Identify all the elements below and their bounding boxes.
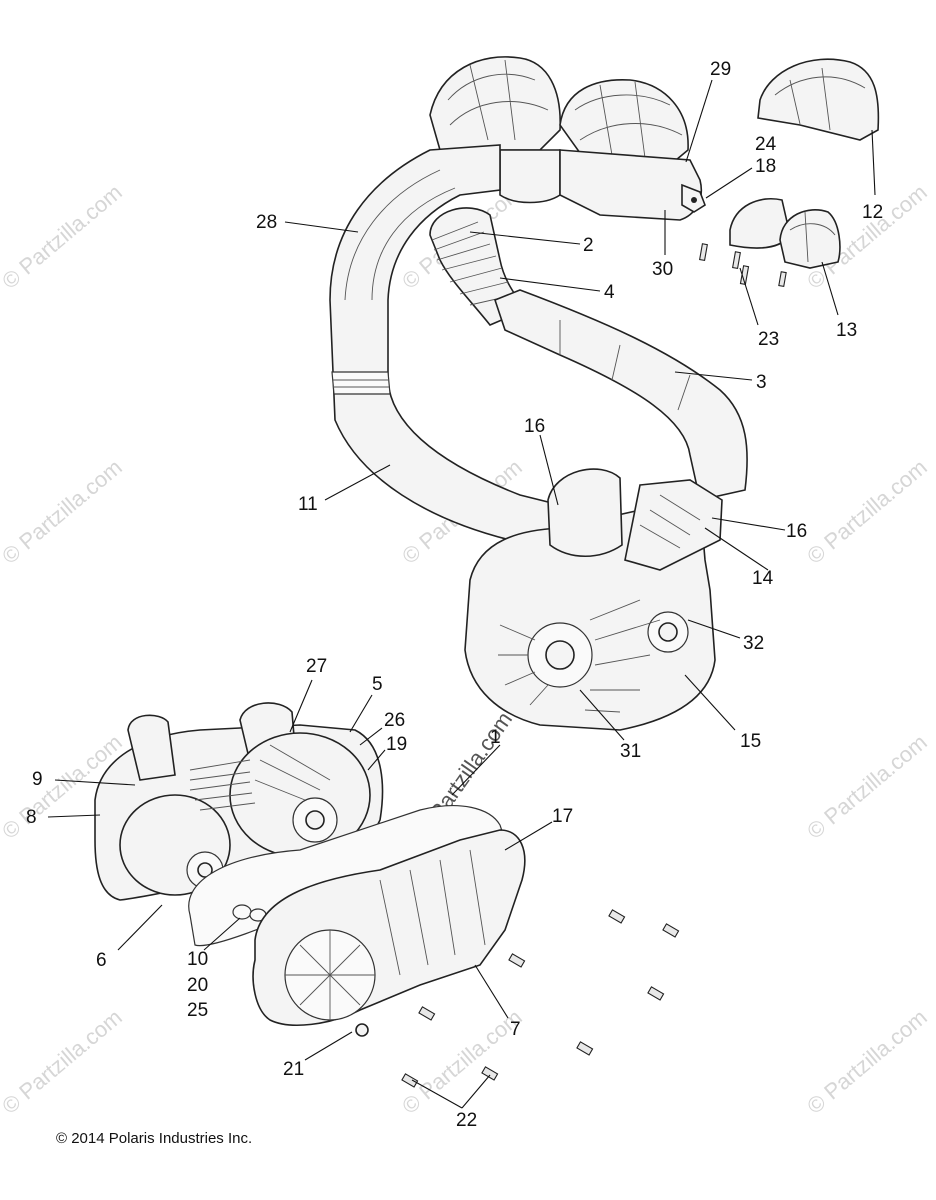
callout-label: 32 (743, 633, 764, 654)
watermark: © Partzilla.com (0, 179, 127, 293)
callout-label: 23 (758, 329, 779, 350)
callout-label: 16 (524, 416, 545, 437)
callout-label: 1 (490, 727, 501, 748)
outer-clutch-cover (464, 468, 723, 731)
duct-3 (494, 289, 748, 501)
copyright-notice: © 2014 Polaris Industries Inc. (56, 1130, 252, 1147)
callouts: 29 24 18 12 28 2 30 4 23 13 3 16 11 16 1… (26, 59, 883, 1131)
watermark: © Partzilla.com (802, 454, 932, 568)
callout-label: 6 (96, 950, 107, 971)
watermark: © Partzilla.com (0, 1004, 127, 1118)
callout-label: 16 (786, 521, 807, 542)
callout-label: 5 (372, 674, 383, 695)
callout-label: 3 (756, 372, 767, 393)
callout-label: 7 (510, 1019, 521, 1040)
watermark: © Partzilla.com (0, 454, 127, 568)
callout-label: 15 (740, 731, 761, 752)
callout-label: 10 (187, 949, 208, 970)
callout-label: 26 (384, 710, 405, 731)
callout-label: 28 (256, 212, 277, 233)
watermark: © Partzilla.com (802, 729, 932, 843)
intake-hoods (429, 56, 706, 221)
watermark: © Partzilla.com (397, 1004, 527, 1118)
duct-28-11 (329, 144, 561, 541)
callout-label: 18 (755, 156, 776, 177)
watermark: © Partzilla.com (802, 1004, 932, 1118)
callout-label: 29 (710, 59, 731, 80)
callout-label: 19 (386, 734, 407, 755)
leader-lines (47, 79, 876, 1109)
callout-label: 12 (862, 202, 883, 223)
callout-label: 30 (652, 259, 673, 280)
callout-label: 13 (836, 320, 857, 341)
callout-label: 25 (187, 1000, 208, 1021)
callout-label: 20 (187, 975, 208, 996)
cover-bolts (401, 909, 680, 1088)
callout-label: 17 (552, 806, 573, 827)
callout-label: 27 (306, 656, 327, 677)
callout-label: 21 (283, 1059, 304, 1080)
callout-label: 2 (583, 235, 594, 256)
callout-label: 9 (32, 769, 43, 790)
callout-label: 24 (755, 134, 777, 155)
cover-pieces (729, 58, 880, 269)
callout-label: 22 (456, 1110, 477, 1131)
outer-cover (252, 829, 526, 1037)
small-screws (699, 243, 787, 288)
callout-label: 4 (604, 282, 615, 303)
callout-label: 11 (298, 494, 318, 515)
callout-label: 31 (620, 741, 641, 762)
callout-label: 8 (26, 807, 37, 828)
callout-label: 14 (752, 568, 774, 589)
